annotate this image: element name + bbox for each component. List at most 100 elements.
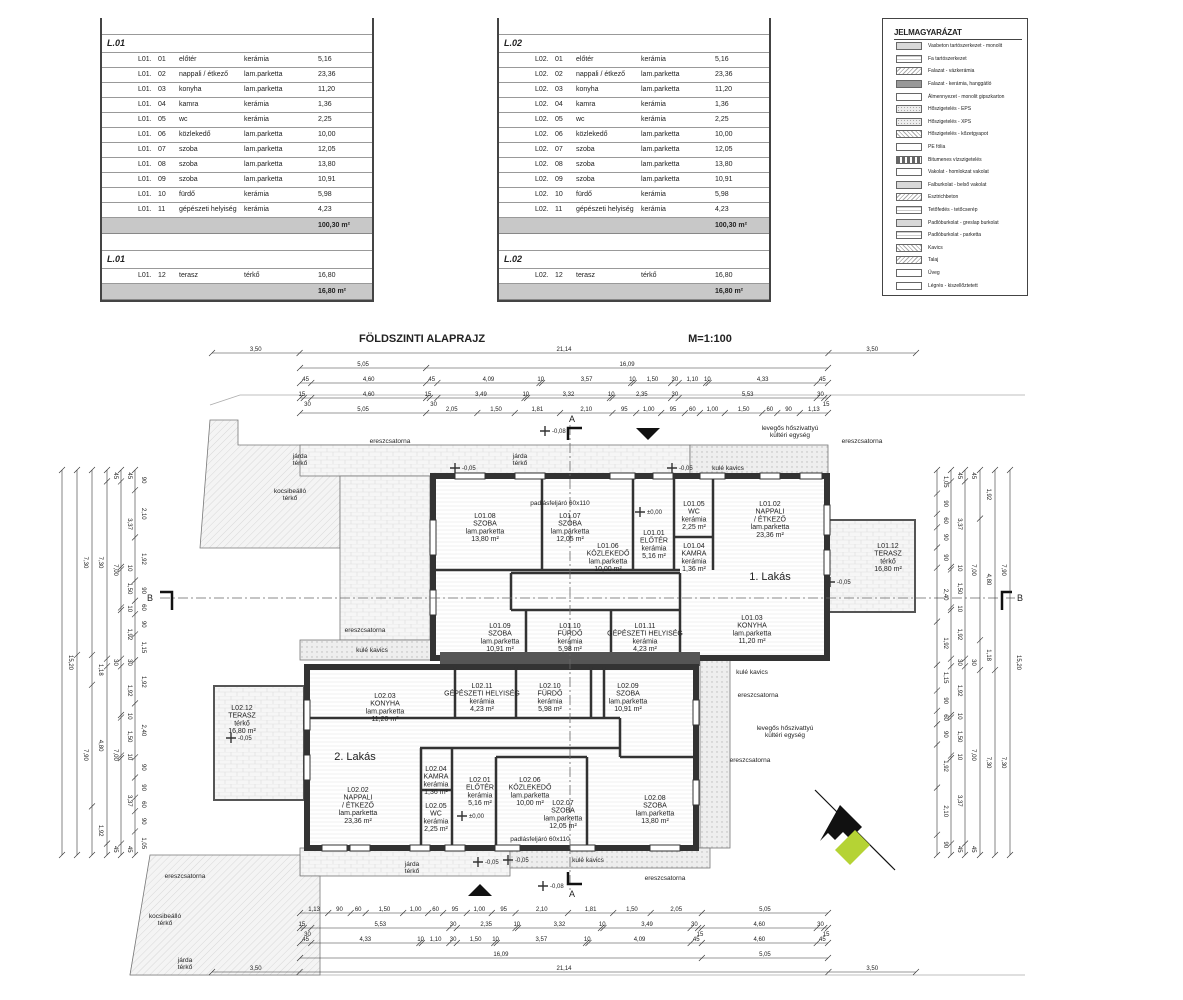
room-name: gépészeti helyiség: [576, 206, 634, 213]
dimension-tick: [424, 909, 432, 917]
dimension-tick: [416, 939, 423, 947]
legend-label: Falburkolat - belső vakolat: [928, 181, 987, 188]
dimension-tick: [774, 409, 781, 417]
legend-item: Vasbeton tartószerkezet - monolit: [883, 40, 1027, 53]
room-name: közlekedő: [576, 131, 608, 138]
floor-material: lam.parketta: [641, 131, 680, 138]
room-name: gépészeti helyiség: [179, 206, 237, 213]
level-marker-icon: [667, 463, 677, 473]
level-marker-icon: [226, 733, 236, 743]
room-number: 12: [158, 272, 166, 279]
dimension-tick: [296, 939, 304, 947]
room-area: 1,36: [318, 101, 332, 108]
legend-item: Kavics: [883, 242, 1027, 255]
dimension-value: 45: [693, 937, 700, 943]
dimension-tick: [296, 968, 303, 976]
dimension-value: 2,35: [480, 922, 492, 928]
table-heading: L.01: [102, 251, 372, 269]
level-marker-icon: [457, 811, 467, 821]
dimension-value: 60: [689, 407, 696, 413]
room-name: nappali / étkező: [179, 71, 229, 78]
room-area: 11,20: [318, 86, 335, 93]
dimension-tick: [474, 409, 481, 417]
dimension-tick: [609, 394, 616, 402]
dimension-value: 15: [299, 922, 306, 928]
dimension-tick: [426, 394, 434, 402]
room-name: terasz: [179, 272, 199, 279]
room-area: 10,91: [715, 176, 733, 183]
legend-title: JELMAGYARÁZAT: [894, 28, 1022, 40]
legend-swatch: [896, 218, 922, 227]
dimension-tick: [523, 394, 531, 402]
legend-label: Álmennyezet - monolit gipszkarton: [928, 93, 1005, 100]
dimension-tick: [434, 394, 441, 402]
dimension-value: 45: [956, 472, 962, 479]
dimension-value: 4,80: [985, 574, 991, 586]
room-number: 02: [158, 71, 166, 78]
dimension-value: 1,15: [942, 672, 948, 684]
dimension-value: 10: [126, 713, 132, 720]
dimension-value: 3,50: [250, 347, 262, 353]
dimension-tick: [947, 711, 955, 719]
room-name: előtér: [179, 56, 197, 63]
room-number: 01: [158, 56, 166, 63]
dimension-tick: [131, 610, 139, 618]
room-name: szoba: [576, 176, 595, 183]
legend-swatch: [896, 256, 922, 265]
dimension-tick: [759, 409, 766, 417]
dimension-tick: [117, 466, 125, 474]
room-name: konyha: [179, 86, 202, 93]
entrance-triangle-icon: [636, 428, 660, 440]
dimension-tick: [296, 409, 304, 417]
dimension-value: 15: [697, 932, 704, 938]
dimension-tick: [103, 663, 111, 670]
dimension-value: 10: [513, 922, 520, 928]
dimension-tick: [947, 604, 955, 611]
dimension-tick: [630, 379, 637, 387]
legend-item: Álmennyezet - monolit gipszkarton: [883, 90, 1027, 103]
dimension-value: 10: [956, 754, 962, 761]
dimension-tick: [961, 655, 969, 662]
legend-swatch: [896, 155, 922, 164]
floor-material: kerámia: [244, 206, 269, 213]
dimension-value: 1,50: [956, 583, 962, 595]
dimension-value: 3,50: [866, 966, 878, 972]
dimension-tick: [362, 909, 369, 917]
legend-swatch: [896, 231, 922, 240]
plan-note: ereszcsatorna: [345, 627, 386, 634]
section-marker-a-top: [566, 426, 582, 440]
dimension-value: 1,50: [379, 907, 391, 913]
dimension-value: 5,05: [357, 407, 369, 413]
legend-label: Esztrichbeton: [928, 194, 959, 201]
dimension-value: 3,37: [956, 518, 962, 530]
dimension-value: 1,50: [126, 583, 132, 595]
dimension-value: 1,00: [410, 907, 422, 913]
dimension-value: 10: [492, 937, 499, 943]
legend-label: Padlóburkolat - parketta: [928, 232, 982, 239]
dimension-tick: [296, 924, 304, 932]
dimension-value: 90: [140, 784, 146, 791]
legend-swatch: [896, 243, 922, 252]
room-area: 5,16: [715, 56, 729, 63]
dimension-value: 7,00: [112, 749, 118, 761]
table-total: 100,30 m²: [715, 222, 747, 229]
dimension-tick: [813, 394, 820, 402]
dimension-tick: [600, 924, 607, 932]
dimension-value: 5,53: [374, 922, 386, 928]
room-name: kamra: [576, 101, 596, 108]
dimension-value: 1,92: [985, 488, 991, 500]
room-number: 12: [555, 272, 563, 279]
dimension-tick: [824, 364, 832, 372]
room-unit: L01.: [138, 56, 152, 63]
room-number: 03: [555, 86, 563, 93]
legend-swatch: [896, 80, 922, 89]
